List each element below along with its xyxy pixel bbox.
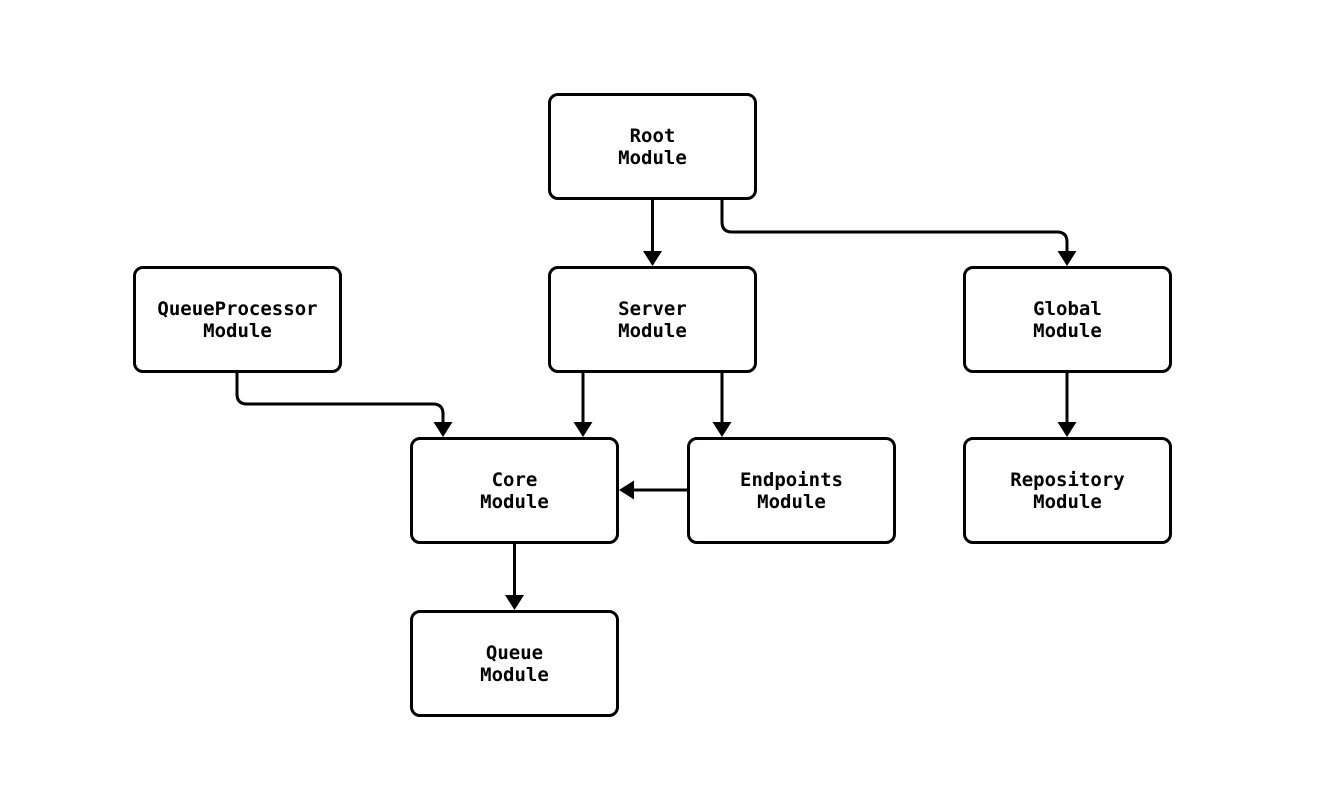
node-global-module-label: Global Module: [1033, 297, 1102, 342]
node-server-module: Server Module: [548, 266, 757, 373]
node-root-module: Root Module: [548, 93, 757, 200]
node-global-module: Global Module: [963, 266, 1172, 373]
node-server-module-label: Server Module: [618, 297, 687, 342]
node-endpoints-module-label: Endpoints Module: [740, 468, 843, 513]
node-queueprocessor-module: QueueProcessor Module: [133, 266, 342, 373]
arrowhead-root-to-server: [643, 251, 662, 266]
edge-queueprocessor-to-core: [235, 373, 445, 423]
node-endpoints-module: Endpoints Module: [687, 437, 896, 544]
arrowhead-core-to-queue: [505, 595, 524, 610]
arrowhead-root-to-global: [1057, 251, 1077, 266]
edge-root-to-global: [720, 200, 1069, 252]
node-queue-module-label: Queue Module: [480, 641, 549, 686]
arrowhead-server-to-core: [573, 422, 593, 437]
arrowhead-server-to-endpoints: [712, 422, 732, 437]
node-queue-module: Queue Module: [410, 610, 619, 717]
node-core-module-label: Core Module: [480, 468, 549, 513]
arrowhead-queueprocessor-to-core: [433, 422, 453, 437]
arrowhead-endpoints-to-core: [619, 480, 634, 500]
arrowhead-global-to-repository: [1057, 422, 1077, 437]
node-queueprocessor-module-label: QueueProcessor Module: [157, 297, 318, 342]
node-core-module: Core Module: [410, 437, 619, 544]
node-repository-module: Repository Module: [963, 437, 1172, 544]
node-repository-module-label: Repository Module: [1010, 468, 1125, 513]
node-root-module-label: Root Module: [618, 124, 687, 169]
